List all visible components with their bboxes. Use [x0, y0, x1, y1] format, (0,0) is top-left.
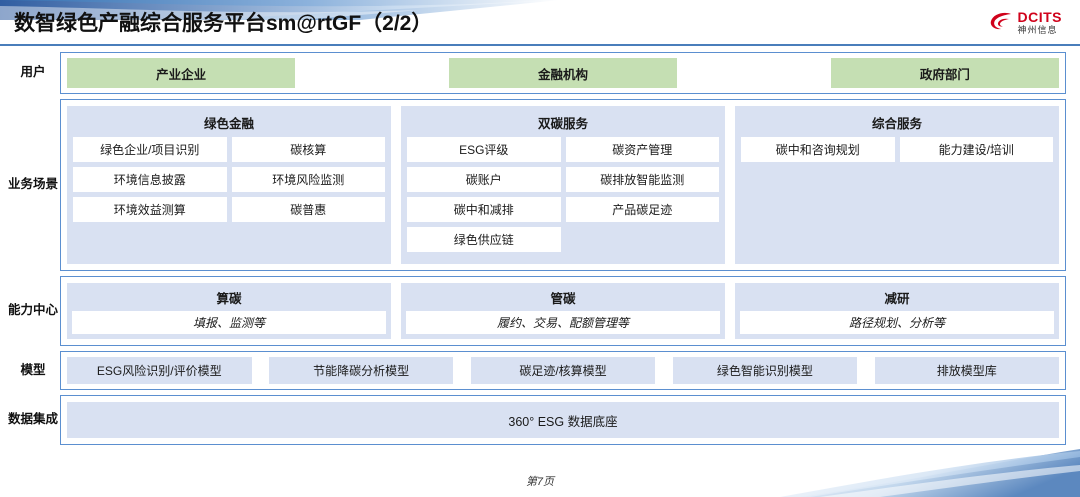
business-group-padding: [741, 162, 1053, 258]
business-item[interactable]: 产品碳足迹: [565, 197, 719, 222]
business-group-dual-carbon: 双碳服务 ESG评级 碳资产管理 碳账户 碳排放智能监测 碳中和减排 产品碳足迹…: [401, 106, 725, 264]
business-item-list: ESG评级 碳资产管理 碳账户 碳排放智能监测 碳中和减排 产品碳足迹 绿色供应…: [407, 137, 719, 252]
model-chip-emission-library[interactable]: 排放模型库: [874, 357, 1059, 384]
business-item-list: 碳中和咨询规划 能力建设/培训: [741, 137, 1053, 162]
business-item[interactable]: 碳普惠: [231, 197, 385, 222]
business-item[interactable]: 能力建设/培训: [899, 137, 1053, 162]
page-header: 数智绿色产融综合服务平台sm@rtGF（2/2） DCITS 神州信息: [0, 0, 1080, 46]
model-chip-green-recognition[interactable]: 绿色智能识别模型: [672, 357, 858, 384]
capability-group-desc[interactable]: 履约、交易、配额管理等: [406, 311, 720, 334]
business-item[interactable]: 碳中和减排: [407, 197, 561, 222]
business-group-title: 综合服务: [871, 117, 922, 131]
dcits-swirl-icon: [990, 12, 1011, 30]
page-number-footer: 第7页: [525, 476, 555, 488]
business-group-padding: [73, 222, 385, 258]
business-item[interactable]: 绿色企业/项目识别: [73, 137, 227, 162]
business-item-list: 绿色企业/项目识别 碳核算 环境信息披露 环境风险监测 环境效益测算 碳普惠: [73, 137, 385, 222]
data-foundation-bar[interactable]: 360° ESG 数据底座: [67, 402, 1059, 438]
business-item[interactable]: 碳账户: [407, 167, 561, 192]
capability-group-title: 管碳: [550, 292, 576, 306]
capability-group-title: 算碳: [216, 292, 242, 306]
layer-row-business-scenario: 业务场景 绿色金融 绿色企业/项目识别 碳核算 环境信息披露 环境风险监测 环境…: [6, 99, 1066, 271]
user-layer-body: 产业企业 金融机构 政府部门: [60, 52, 1066, 94]
model-chip-carbon-footprint[interactable]: 碳足迹/核算模型: [470, 357, 656, 384]
model-chip-energy-saving[interactable]: 节能降碳分析模型: [268, 357, 454, 384]
business-item[interactable]: 环境信息披露: [73, 167, 227, 192]
user-chip-government[interactable]: 政府部门: [830, 58, 1059, 88]
row-label-business-scenario: 业务场景: [7, 177, 58, 192]
business-group-integrated-service: 综合服务 碳中和咨询规划 能力建设/培训: [735, 106, 1059, 264]
user-spacer-2: [677, 58, 831, 88]
user-chip-industry[interactable]: 产业企业: [67, 58, 296, 88]
data-layer-body: 360° ESG 数据底座: [60, 395, 1066, 445]
business-item[interactable]: 碳排放智能监测: [565, 167, 719, 192]
row-label-data-integration: 数据集成: [7, 412, 58, 427]
model-layer-body: ESG风险识别/评价模型 节能降碳分析模型 碳足迹/核算模型 绿色智能识别模型 …: [60, 351, 1066, 390]
capability-layer-body: 算碳 填报、监测等 管碳 履约、交易、配额管理等 减研 路径规划、分析等: [60, 276, 1066, 346]
logo-chinese-text: 神州信息: [1017, 24, 1058, 35]
business-group-title: 双碳服务: [537, 117, 588, 131]
capability-group-desc[interactable]: 填报、监测等: [72, 311, 386, 334]
business-layer-body: 绿色金融 绿色企业/项目识别 碳核算 环境信息披露 环境风险监测 环境效益测算 …: [60, 99, 1066, 271]
business-group-title: 绿色金融: [203, 117, 254, 131]
capability-group-title: 减研: [884, 292, 910, 306]
logo-english-text: DCITS: [1017, 8, 1062, 25]
row-label-user: 用户: [20, 65, 46, 80]
user-chip-financial[interactable]: 金融机构: [448, 58, 678, 88]
business-item[interactable]: 环境效益测算: [73, 197, 227, 222]
model-chip-esg-risk[interactable]: ESG风险识别/评价模型: [67, 357, 252, 384]
user-spacer-1: [295, 58, 449, 88]
business-group-green-finance: 绿色金融 绿色企业/项目识别 碳核算 环境信息披露 环境风险监测 环境效益测算 …: [67, 106, 391, 264]
business-item[interactable]: 绿色供应链: [407, 227, 561, 252]
row-label-capability-center: 能力中心: [7, 303, 58, 318]
business-item[interactable]: 碳核算: [231, 137, 385, 162]
row-label-model: 模型: [20, 362, 46, 377]
capability-group-carbon-accounting: 算碳 填报、监测等: [67, 283, 391, 339]
business-group-padding: [407, 252, 719, 258]
architecture-diagram: 用户 产业企业 金融机构 政府部门 业务场景 绿色金融 绿色企业/项目识别 碳核…: [0, 46, 1080, 445]
business-item[interactable]: 环境风险监测: [231, 167, 385, 192]
layer-row-data-integration: 数据集成 360° ESG 数据底座: [6, 395, 1066, 445]
layer-row-user: 用户 产业企业 金融机构 政府部门: [6, 52, 1066, 94]
capability-group-reduction-research: 减研 路径规划、分析等: [735, 283, 1059, 339]
brand-logo: DCITS 神州信息: [988, 10, 1067, 35]
capability-group-carbon-management: 管碳 履约、交易、配额管理等: [401, 283, 725, 339]
business-item[interactable]: ESG评级: [407, 137, 561, 162]
layer-row-model: 模型 ESG风险识别/评价模型 节能降碳分析模型 碳足迹/核算模型 绿色智能识别…: [6, 351, 1066, 390]
layer-row-capability-center: 能力中心 算碳 填报、监测等 管碳 履约、交易、配额管理等 减研 路径规划、分析…: [6, 276, 1066, 346]
business-item[interactable]: 碳资产管理: [565, 137, 719, 162]
page-title: 数智绿色产融综合服务平台sm@rtGF（2/2）: [14, 12, 433, 35]
business-item[interactable]: 碳中和咨询规划: [741, 137, 895, 162]
capability-group-desc[interactable]: 路径规划、分析等: [740, 311, 1054, 334]
